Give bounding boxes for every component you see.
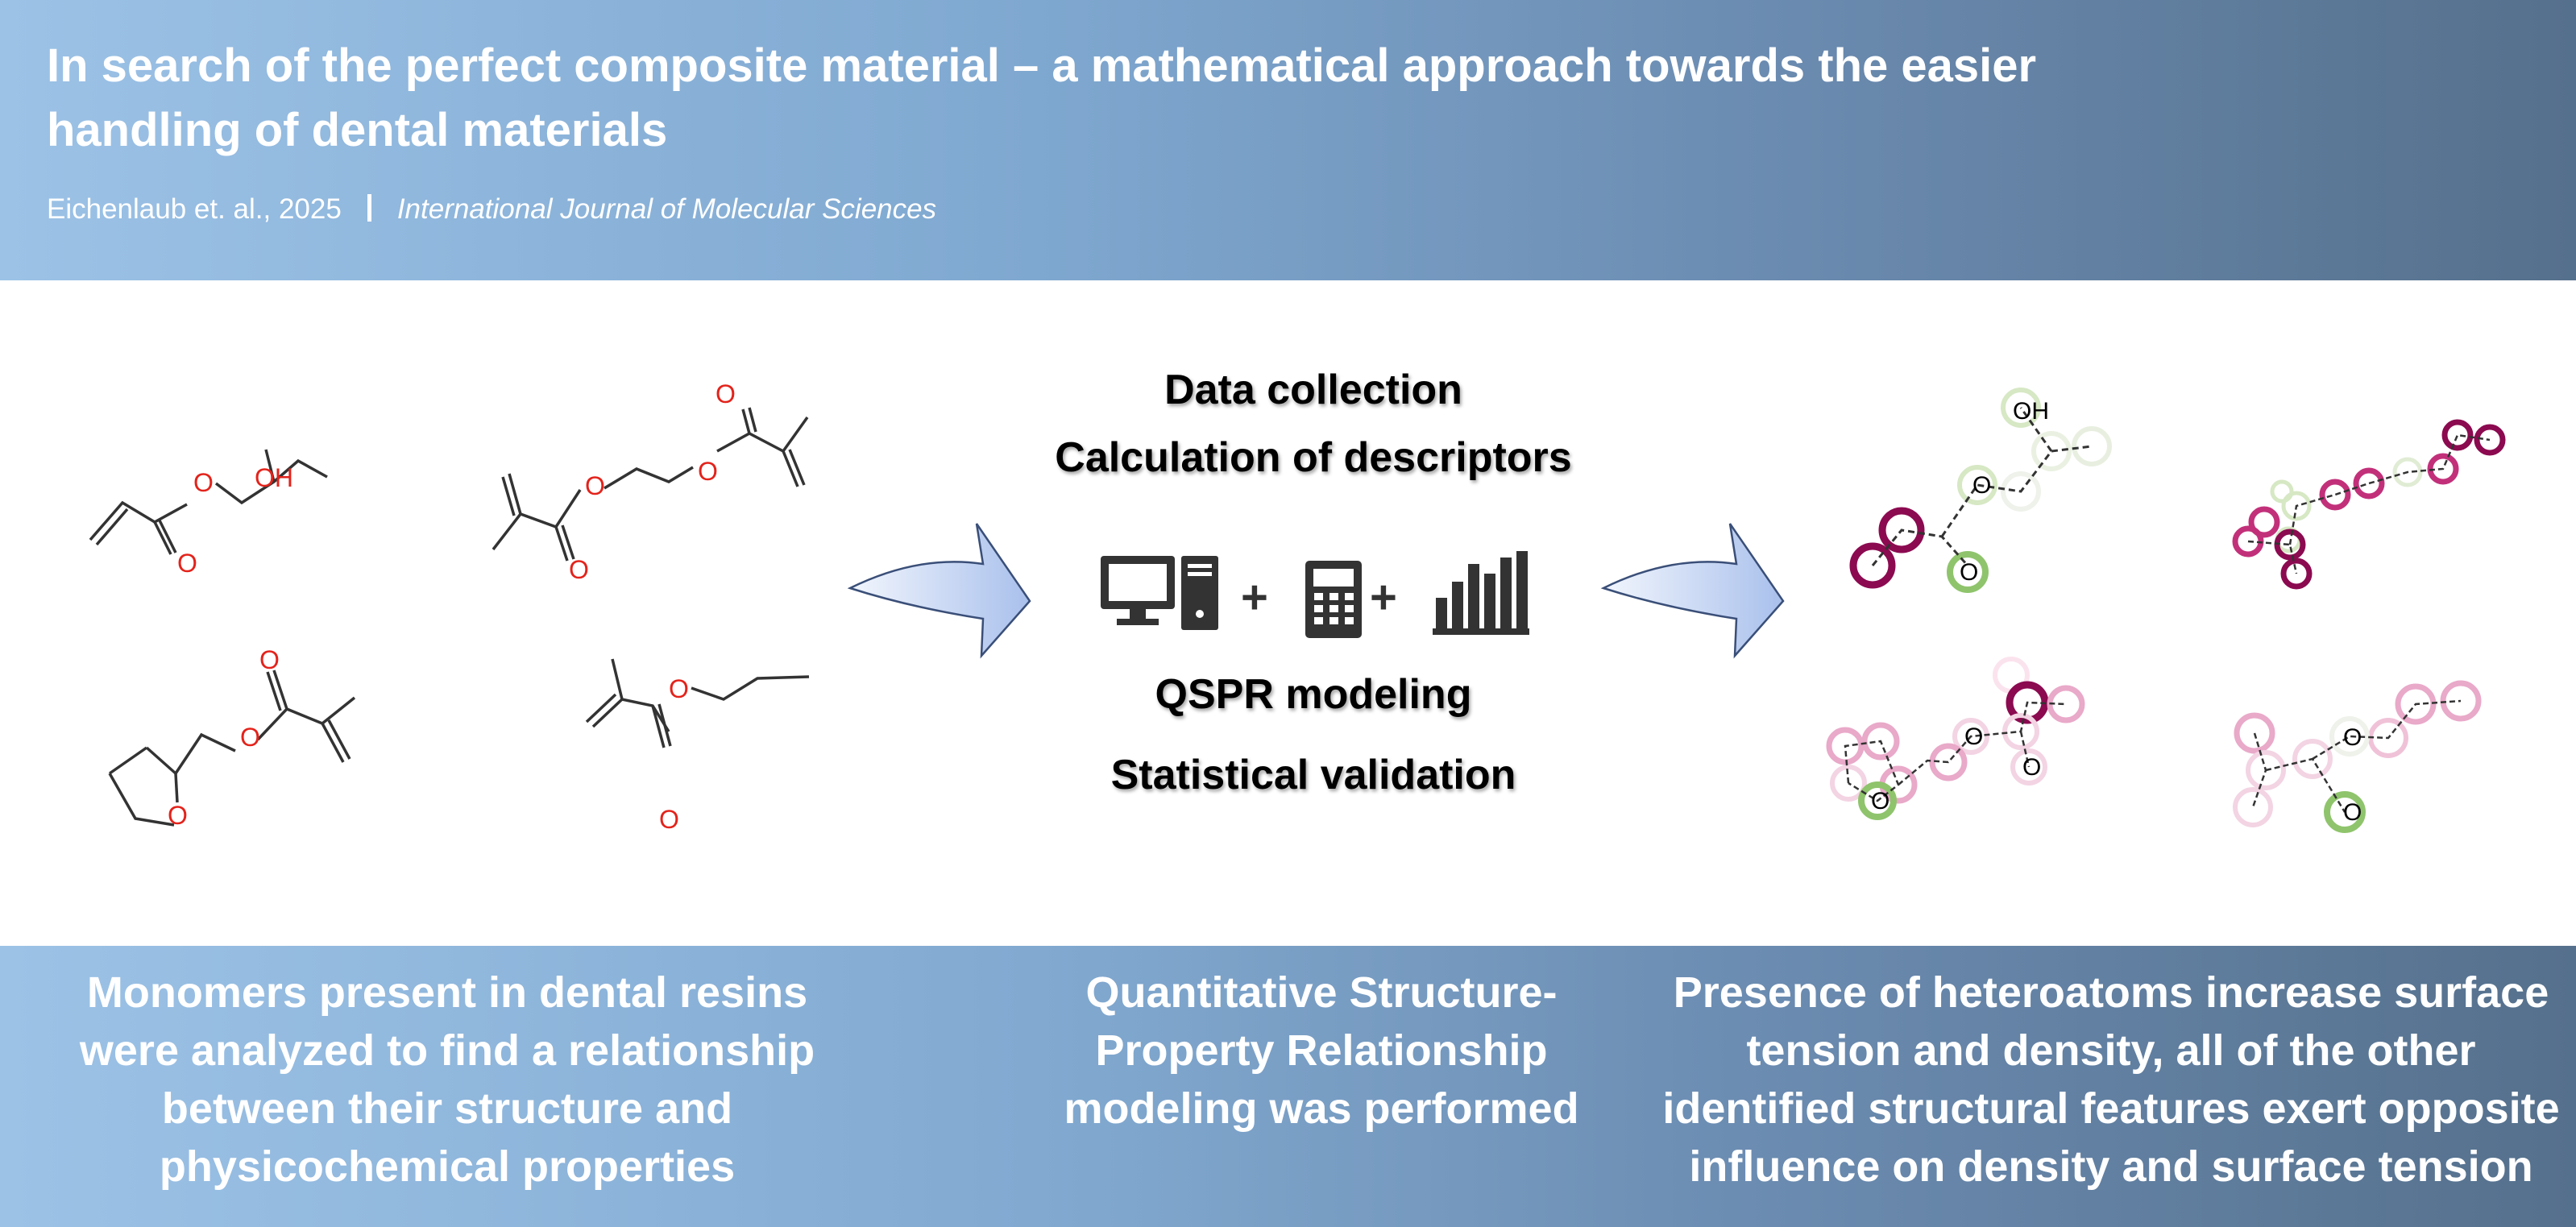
molecule-hydroxypropyl-acrylate (89, 449, 328, 555)
svg-text:O: O (716, 379, 736, 408)
plus-sign: + (1370, 571, 1397, 624)
svg-text:O: O (2343, 799, 2362, 826)
svg-text:O: O (168, 801, 188, 830)
summary-monomers: Monomers present in dental resins were a… (79, 968, 815, 1191)
molecule-map-4 (2233, 680, 2482, 833)
authors: Eichenlaub et. al., 2025 (47, 193, 342, 225)
svg-text:O: O (193, 468, 214, 497)
svg-text:O: O (669, 674, 689, 703)
page-title: In search of the perfect composite mater… (47, 39, 2037, 156)
footer-summary: Monomers present in dental resins were a… (0, 946, 2576, 1227)
svg-text:O: O (698, 457, 718, 486)
hydroxyl-label: OH (255, 463, 293, 492)
svg-text:O: O (259, 645, 280, 674)
molecule-propyl-methacrylate (585, 658, 810, 748)
citation: Eichenlaub et. al., 2025 International Jo… (47, 192, 936, 227)
svg-text:O: O (240, 723, 260, 752)
molecule-egdma (492, 407, 809, 562)
graphical-abstract: OH O O O O O O O O O O O (0, 280, 2576, 946)
molecule-map-3 (1826, 657, 2085, 820)
step-statistical-validation: Statistical validation (1110, 752, 1516, 798)
svg-text:O: O (659, 805, 679, 834)
molecule-thfma (108, 669, 356, 827)
svg-text:O: O (2343, 724, 2362, 751)
oxygen-atom-labels: OH O O O O O O O O O O O (168, 379, 736, 834)
step-descriptors: Calculation of descriptors (1055, 434, 1572, 481)
svg-text:O: O (1871, 788, 1889, 815)
svg-text:O: O (585, 471, 605, 500)
svg-text:O: O (1972, 472, 1991, 499)
molecule-map-1 (1849, 388, 2112, 593)
illustration-canvas: OH O O O O O O O O O O O (89, 379, 2506, 834)
plus-sign: + (1241, 571, 1268, 624)
step-qspr-modeling: QSPR modeling (1155, 671, 1472, 718)
molecule-map-2 (2232, 419, 2506, 590)
header-banner: In search of the perfect composite mater… (0, 0, 2576, 280)
svg-text:O: O (2022, 754, 2041, 781)
map-atom-labels: OH O O O O O O O (1871, 398, 2362, 826)
svg-text:OH: OH (2013, 398, 2049, 425)
svg-text:O: O (1964, 723, 1983, 750)
svg-text:O: O (569, 555, 589, 584)
bar-chart-icon (1433, 551, 1529, 635)
separator-bar (367, 194, 371, 222)
computer-icon (1101, 556, 1218, 630)
step-data-collection: Data collection (1164, 367, 1462, 413)
journal-name: International Journal of Molecular Scien… (396, 193, 937, 225)
right-arrow-icon (1600, 523, 1785, 659)
calculator-icon (1305, 561, 1362, 638)
summary-findings: Presence of heteroatoms increase surface… (1662, 968, 2560, 1191)
summary-qspr: Quantitative Structure-Property Relation… (1064, 968, 1579, 1133)
svg-text:O: O (177, 549, 197, 578)
left-arrow-icon (847, 523, 1031, 659)
svg-text:O: O (1960, 559, 1978, 586)
